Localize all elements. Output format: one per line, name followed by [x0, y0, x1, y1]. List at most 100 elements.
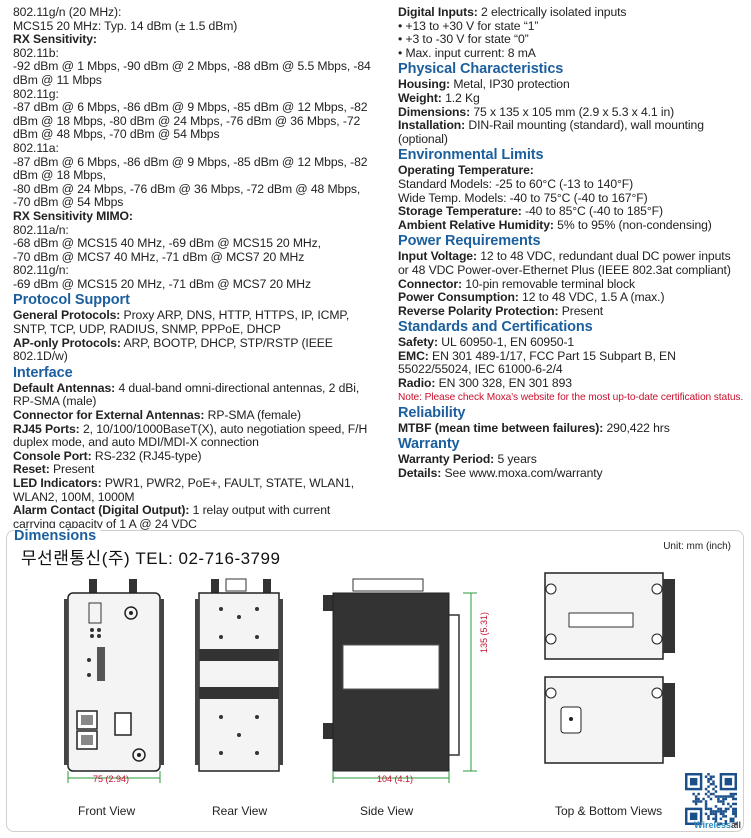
- spec-line: MCS15 20 MHz: Typ. 14 dBm (± 1.5 dBm): [13, 18, 373, 34]
- section-title: Power Requirements: [398, 233, 541, 250]
- spec-label: Weight:: [398, 90, 442, 105]
- spec-line: Warranty Period: 5 years: [398, 452, 743, 467]
- spec-value: 802.11a/n:: [13, 222, 69, 237]
- spec-line: -80 dBm @ 24 Mbps, -76 dBm @ 36 Mbps, -7…: [13, 182, 373, 210]
- spec-line: Alarm Contact (Digital Output): 1 relay …: [13, 503, 373, 531]
- spec-line: Input Voltage: 12 to 48 VDC, redundant d…: [398, 250, 743, 277]
- spec-label: Reverse Polarity Protection:: [398, 303, 559, 318]
- spec-value: 290,422 hrs: [606, 420, 670, 435]
- spec-value: 2, 10/100/1000BaseT(X), auto negotiation…: [13, 421, 368, 450]
- spec-line: +3 to -30 V for state “0”: [398, 32, 743, 47]
- dimensions-title: Dimensions: [14, 528, 101, 544]
- spec-label: Safety:: [398, 335, 438, 350]
- spec-value: MCS15 20 MHz: Typ. 14 dBm (± 1.5 dBm): [13, 18, 238, 33]
- spec-value: 802.11g:: [13, 86, 59, 101]
- front-view-label: Front View: [78, 804, 136, 818]
- spec-line: Housing: Metal, IP30 protection: [398, 78, 743, 92]
- spec-line: RX Sensitivity:: [13, 32, 373, 47]
- spec-value: Note: Please check Moxa's website for th…: [398, 391, 744, 403]
- spec-line: RJ45 Ports: 2, 10/100/1000BaseT(X), auto…: [13, 421, 373, 450]
- spec-value: -40 to 85°C (-40 to 185°F): [525, 204, 663, 219]
- spec-value: 802.11g/n:: [13, 263, 69, 278]
- spec-value: +3 to -30 V for state “0”: [405, 32, 529, 47]
- spec-value: Proxy ARP, DNS, HTTP, HTTPS, IP, ICMP, S…: [13, 308, 350, 337]
- spec-line: -87 dBm @ 6 Mbps, -86 dBm @ 9 Mbps, -85 …: [13, 100, 373, 142]
- spec-label: RX Sensitivity MIMO:: [13, 208, 133, 223]
- spec-value: 12 to 48 VDC, 1.5 A (max.): [522, 290, 665, 305]
- side-view-drawing: [323, 578, 477, 783]
- spec-label: General Protocols:: [13, 308, 121, 323]
- spec-value: 5 years: [497, 452, 537, 467]
- spec-value: RP-SMA (female): [207, 408, 301, 423]
- spec-line: Dimensions: 75 x 135 x 105 mm (2.9 x 5.3…: [398, 104, 743, 120]
- spec-line: RX Sensitivity MIMO:: [13, 208, 373, 224]
- section-title: Interface: [13, 364, 73, 381]
- spec-value: EN 300 328, EN 301 893: [438, 376, 572, 391]
- spec-line: -68 dBm @ MCS15 40 MHz, -69 dBm @ MCS15 …: [13, 236, 373, 251]
- spec-label: Power Consumption:: [398, 290, 519, 305]
- rear-view-drawing: [195, 578, 283, 772]
- spec-value: 5% to 95% (non-condensing): [557, 217, 712, 232]
- spec-line: MTBF (mean time between failures): 290,4…: [398, 420, 743, 436]
- spec-value: 2 electrically isolated inputs: [481, 5, 627, 19]
- spec-value: 802.11g/n (20 MHz):: [13, 5, 122, 19]
- front-width-label: 75 (2.94): [93, 774, 130, 784]
- brand-logo: Wirelessall: [694, 820, 741, 830]
- spec-left-column: 802.11g/n (20 MHz):MCS15 20 MHz: Typ. 14…: [13, 5, 373, 531]
- spec-line: Storage Temperature: -40 to 85°C (-40 to…: [398, 204, 743, 219]
- spec-line: -87 dBm @ 6 Mbps, -86 dBm @ 9 Mbps, -85 …: [13, 155, 373, 183]
- spec-value: RS-232 (RJ45-type): [94, 448, 202, 463]
- unit-label: Unit: mm (inch): [663, 541, 731, 552]
- spec-label: Console Port:: [13, 448, 92, 463]
- side-width-label: 104 (4.1): [377, 774, 414, 784]
- side-view-label: Side View: [360, 804, 414, 818]
- spec-label: AP-only Protocols:: [13, 335, 121, 350]
- spec-line: Digital Inputs: 2 electrically isolated …: [398, 5, 743, 20]
- spec-label: Input Voltage:: [398, 249, 477, 264]
- spec-line: Operating Temperature:: [398, 164, 743, 178]
- spec-line: Safety: UL 60950-1, EN 60950-1: [398, 335, 743, 350]
- spec-line: Weight: 1.2 Kg: [398, 90, 743, 106]
- spec-value: 802.11b:: [13, 45, 59, 60]
- spec-line: General Protocols: Proxy ARP, DNS, HTTP,…: [13, 309, 373, 336]
- dimensions-panel: Dimensions 무선랜통신(주) TEL: 02-716-3799 Uni…: [6, 528, 744, 832]
- rear-view-label: Rear View: [212, 804, 268, 818]
- spec-label: Ambient Relative Humidity:: [398, 217, 554, 232]
- spec-value: 75 x 135 x 105 mm (2.9 x 5.3 x 4.1 in): [473, 104, 675, 119]
- spec-label: Storage Temperature:: [398, 204, 522, 219]
- spec-value: -68 dBm @ MCS15 40 MHz, -69 dBm @ MCS15 …: [13, 236, 321, 251]
- spec-label: Alarm Contact (Digital Output):: [13, 503, 190, 518]
- spec-value: 1 relay output with current carrying cap…: [13, 503, 331, 531]
- spec-value: -87 dBm @ 6 Mbps, -86 dBm @ 9 Mbps, -85 …: [13, 100, 368, 142]
- spec-line: 802.11a/n:: [13, 222, 373, 238]
- spec-line: Ambient Relative Humidity: 5% to 95% (no…: [398, 217, 743, 233]
- spec-label: EMC:: [398, 348, 429, 363]
- spec-value: 1.2 Kg: [445, 90, 480, 105]
- spec-value: Present: [52, 462, 95, 477]
- spec-value: EN 301 489-1/17, FCC Part 15 Subpart B, …: [398, 348, 676, 377]
- spec-line: Reset: Present: [13, 463, 373, 477]
- spec-line: Details: See www.moxa.com/warranty: [398, 466, 743, 481]
- spec-label: Default Antennas:: [13, 380, 116, 395]
- spec-value: -70 dBm @ MCS7 40 MHz, -71 dBm @ MCS7 20…: [13, 249, 305, 264]
- spec-value: 10-pin removable terminal block: [465, 276, 635, 291]
- section-title: Physical Characteristics: [398, 61, 564, 78]
- spec-value: Wide Temp. Models: -40 to 75°C (-40 to 1…: [398, 190, 648, 205]
- spec-label: RX Sensitivity:: [13, 32, 97, 47]
- top-bottom-view-drawing: [544, 572, 675, 764]
- section-title: Warranty: [398, 436, 460, 453]
- front-view-drawing: [64, 579, 164, 783]
- spec-line: Connector for External Antennas: RP-SMA …: [13, 408, 373, 423]
- spec-line: Reverse Polarity Protection: Present: [398, 303, 743, 319]
- spec-value: Standard Models: -25 to 60°C (-13 to 140…: [398, 176, 634, 191]
- spec-line: Default Antennas: 4 dual-band omni-direc…: [13, 380, 373, 409]
- spec-line: EMC: EN 301 489-1/17, FCC Part 15 Subpar…: [398, 348, 743, 377]
- section-title: Environmental Limits: [398, 147, 544, 164]
- spec-line: Installation: DIN-Rail mounting (standar…: [398, 118, 743, 146]
- spec-line: 802.11a:: [13, 141, 373, 156]
- spec-line: Max. input current: 8 mA: [398, 46, 743, 61]
- spec-value: UL 60950-1, EN 60950-1: [441, 335, 575, 350]
- spec-line: -69 dBm @ MCS15 20 MHz, -71 dBm @ MCS7 2…: [13, 277, 373, 292]
- certification-note: Note: Please check Moxa's website for th…: [398, 391, 743, 404]
- spec-line: -92 dBm @ 1 Mbps, -90 dBm @ 2 Mbps, -88 …: [13, 60, 373, 87]
